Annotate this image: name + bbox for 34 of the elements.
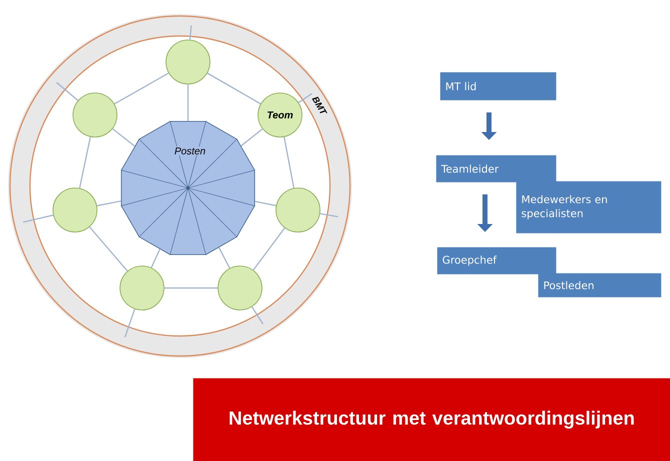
dodecagon: Posten bbox=[120, 120, 256, 256]
connector-line bbox=[89, 226, 128, 272]
role-box: Teamleider bbox=[436, 155, 556, 182]
connector-line bbox=[187, 84, 189, 121]
circle-node bbox=[72, 92, 118, 138]
connector-line bbox=[252, 306, 264, 324]
connector-line bbox=[218, 247, 230, 268]
connector-line bbox=[114, 72, 169, 104]
connector-line bbox=[207, 72, 261, 104]
role-box: Groepchef bbox=[437, 247, 556, 274]
role-box: Postleden bbox=[538, 273, 662, 298]
circle-node bbox=[120, 266, 164, 310]
connector-line bbox=[79, 136, 91, 188]
title-banner: Netwerkstructuur met verantwoordingslijnen bbox=[193, 378, 670, 461]
connector-line bbox=[150, 248, 160, 268]
role-box: MT lid bbox=[440, 72, 556, 100]
connector-line bbox=[254, 200, 276, 206]
connector-line bbox=[112, 128, 136, 147]
connector-line bbox=[56, 82, 78, 101]
connector-line bbox=[298, 93, 312, 104]
connector-line bbox=[96, 200, 122, 206]
circle-node bbox=[218, 266, 262, 310]
connector-line bbox=[164, 287, 218, 289]
circle-node bbox=[276, 188, 320, 232]
connector-line bbox=[189, 25, 192, 40]
circle-node: Teom bbox=[258, 92, 302, 138]
connector-line bbox=[23, 214, 54, 223]
circle-node bbox=[166, 40, 210, 84]
connector-line bbox=[124, 308, 136, 338]
connector-line bbox=[320, 213, 338, 218]
connector-line bbox=[240, 128, 263, 146]
connector-line bbox=[284, 136, 294, 188]
circle-node bbox=[52, 188, 98, 232]
connector-line bbox=[252, 228, 286, 270]
